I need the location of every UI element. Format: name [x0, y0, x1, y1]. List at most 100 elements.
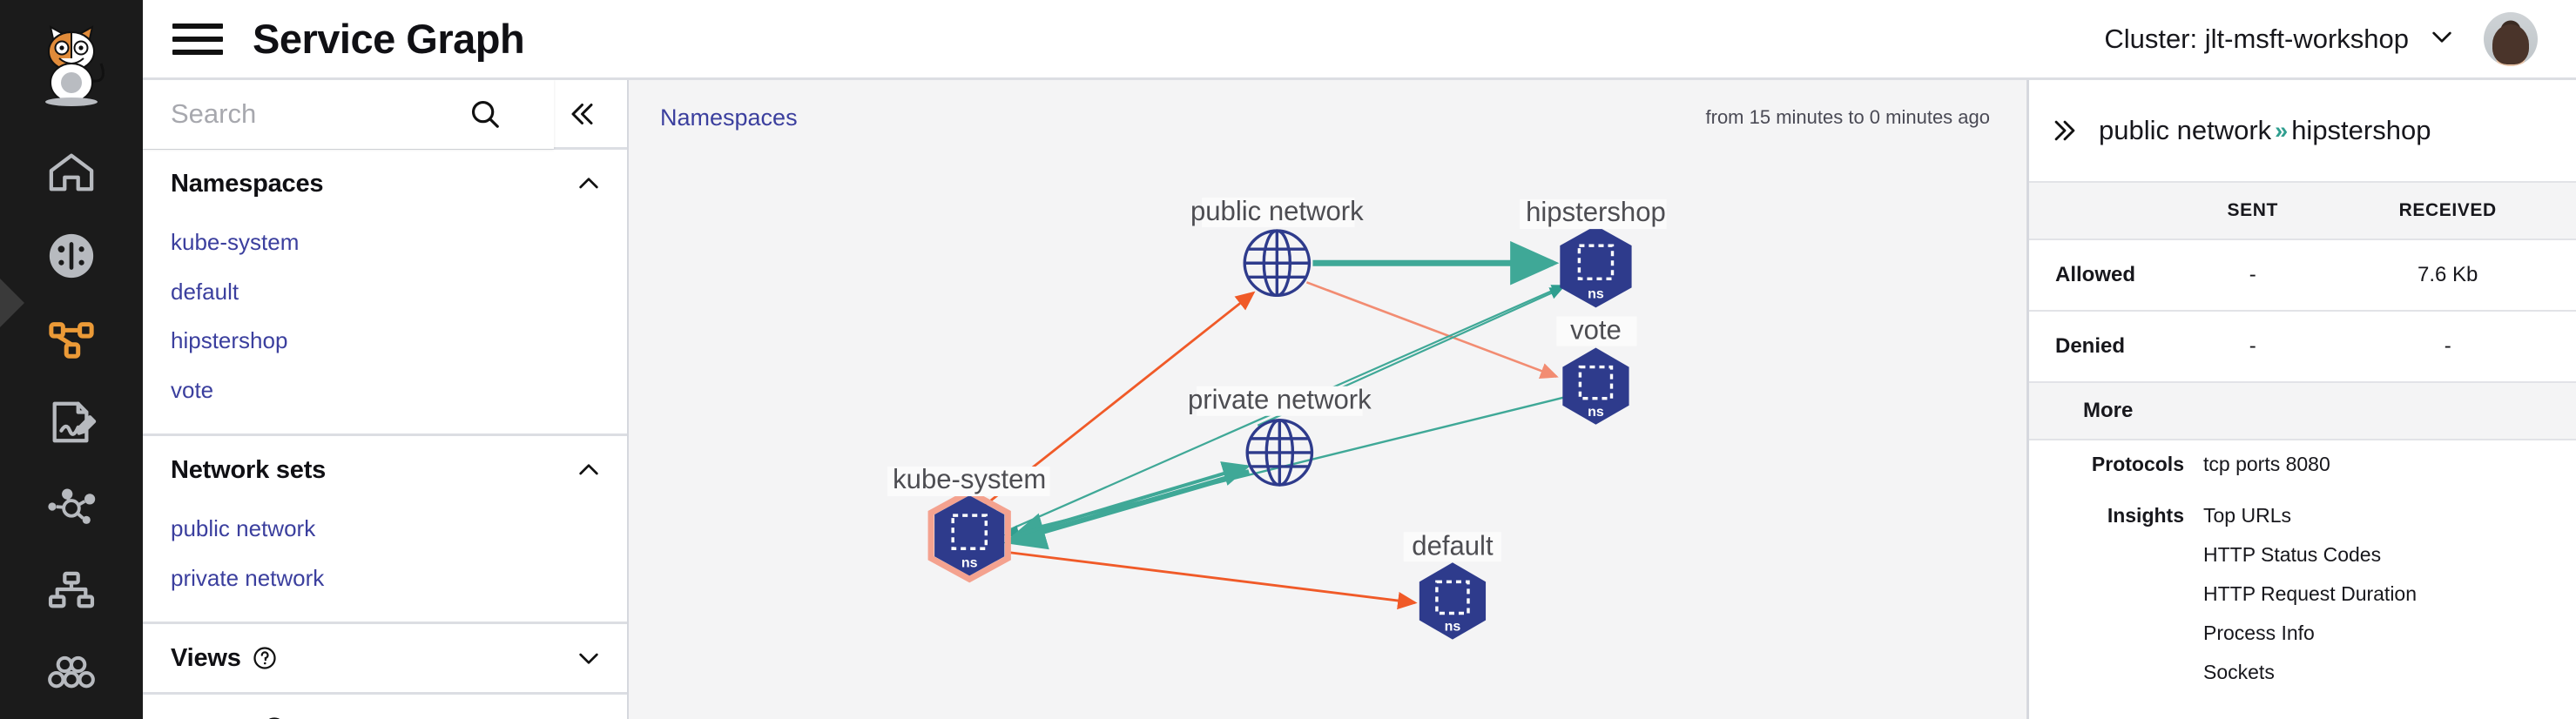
edge-private-network-kube-system[interactable]: [1003, 469, 1251, 550]
label-bg: [1520, 199, 1667, 230]
graph-node-kube-system[interactable]: ns: [927, 488, 1011, 583]
section-header-network-sets[interactable]: Network sets: [143, 436, 627, 504]
sidebar-item-policies[interactable]: [0, 381, 143, 465]
field-insights: Insights Top URLs HTTP Status Codes HTTP…: [2029, 492, 2576, 700]
label-bg: [887, 466, 1050, 497]
chevron-down-icon[interactable]: [575, 715, 603, 719]
field-value-protocols: tcp ports 8080: [2203, 453, 2330, 492]
question-circle-icon[interactable]: [261, 716, 287, 719]
section-layers: Layers: [143, 695, 627, 719]
double-chevron-right-icon[interactable]: [2050, 116, 2080, 145]
icon-rail: [0, 0, 143, 719]
breadcrumb[interactable]: Namespaces: [660, 104, 798, 131]
traffic-table: SENT RECEIVED Allowed - 7.6 Kb Denied - …: [2029, 181, 2576, 383]
field-key-insights: Insights: [2107, 504, 2184, 527]
org-chart-icon: [46, 570, 97, 610]
graph-panel: Namespaces from 15 minutes to 0 minutes …: [629, 80, 2029, 719]
more-section-header[interactable]: More: [2029, 383, 2576, 440]
double-chevron-left-icon[interactable]: [554, 98, 608, 130]
networkset-link-public-network[interactable]: public network: [171, 515, 316, 541]
graph-node-badge-default: ns: [1445, 619, 1461, 635]
edge-public-network-vote[interactable]: [1305, 281, 1559, 379]
namespace-link-default[interactable]: default: [171, 278, 239, 305]
row-label-denied: Denied: [2029, 311, 2186, 383]
label-bg: [1403, 532, 1502, 562]
table-col-received: RECEIVED: [2319, 181, 2576, 240]
sidebar-item-service-graph[interactable]: [0, 279, 143, 381]
cat-logo-icon[interactable]: [0, 0, 143, 131]
graph-node-hipstershop[interactable]: ns: [1560, 225, 1632, 308]
time-range-label[interactable]: from 15 minutes to 0 minutes ago: [1705, 106, 1991, 128]
service-graph-icon: [46, 316, 97, 363]
namespace-link-vote[interactable]: vote: [171, 376, 214, 403]
row-label-allowed: Allowed: [2029, 239, 2186, 312]
section-header-layers[interactable]: Layers: [143, 695, 627, 719]
question-circle-icon[interactable]: [252, 645, 278, 671]
cluster-selector[interactable]: Cluster: jlt-msft-workshop: [2104, 23, 2456, 55]
graph-node-label-kube-system: kube-system: [893, 464, 1046, 494]
sidebar-item-clusters[interactable]: [0, 632, 143, 716]
section-title: Layers: [171, 715, 252, 719]
hamburger-icon[interactable]: [172, 23, 226, 55]
gauge-icon: [46, 231, 97, 281]
field-value-insights: Top URLs HTTP Status Codes HTTP Request …: [2203, 504, 2417, 700]
label-bg: [1556, 316, 1637, 346]
service-graph-svg[interactable]: public network ns hipstershop ns: [629, 155, 2026, 719]
detail-header: public network » hipstershop: [2029, 80, 2576, 181]
sidebar-item-endpoints[interactable]: [0, 548, 143, 632]
label-bg: [1202, 198, 1355, 228]
protocol-value: tcp ports 8080: [2203, 453, 2330, 475]
search-input[interactable]: [171, 93, 458, 134]
table-col-sent: SENT: [2186, 181, 2320, 240]
chevron-up-icon[interactable]: [575, 456, 603, 484]
edge-kube-system-default[interactable]: [1006, 550, 1418, 610]
sidebar-item-home[interactable]: [0, 131, 143, 214]
namespace-link-kube-system[interactable]: kube-system: [171, 229, 300, 255]
cell-allowed-received: 7.6 Kb: [2319, 239, 2576, 312]
search-box[interactable]: [143, 78, 554, 149]
section-title: Namespaces: [171, 169, 324, 198]
sidebar-item-dashboards[interactable]: [0, 214, 143, 298]
graph-node-label-private-network: private network: [1188, 385, 1372, 415]
graph-node-label-default: default: [1412, 530, 1494, 561]
molecule-icon: [46, 487, 97, 527]
label-bg: [1197, 386, 1363, 416]
page-title: Service Graph: [253, 16, 525, 62]
chevron-down-icon[interactable]: [575, 644, 603, 672]
insight-link-process-info[interactable]: Process Info: [2203, 622, 2315, 644]
top-header-bar: Service Graph Cluster: jlt-msft-workshop: [143, 0, 2576, 80]
networkset-link-private-network[interactable]: private network: [171, 564, 325, 591]
graph-node-default[interactable]: ns: [1419, 562, 1487, 640]
flow-direction-icon: »: [2275, 117, 2289, 144]
section-body-namespaces: kube-system default hipstershop vote: [143, 218, 627, 433]
insight-link-http-request-duration[interactable]: HTTP Request Duration: [2203, 582, 2418, 605]
section-namespaces: Namespaces kube-system default hipstersh…: [143, 150, 627, 436]
detail-source-label: public network: [2099, 115, 2272, 145]
sidebar-item-nodes[interactable]: [0, 465, 143, 548]
section-header-views[interactable]: Views: [143, 624, 627, 692]
insight-link-http-status-codes[interactable]: HTTP Status Codes: [2203, 543, 2382, 566]
graph-node-vote[interactable]: ns: [1562, 347, 1629, 425]
graph-node-public-network[interactable]: [1243, 229, 1312, 298]
graph-node-label-vote: vote: [1570, 315, 1622, 346]
edge-kube-system-private-network[interactable]: [1012, 461, 1251, 539]
graph-canvas[interactable]: public network ns hipstershop ns: [629, 155, 2026, 719]
search-icon[interactable]: [458, 97, 512, 131]
graph-node-badge-kube-system: ns: [961, 554, 978, 570]
graph-toolbar: Namespaces from 15 minutes to 0 minutes …: [629, 80, 2026, 155]
chevron-up-icon[interactable]: [575, 170, 603, 198]
insight-link-top-urls[interactable]: Top URLs: [2203, 504, 2291, 527]
user-avatar[interactable]: [2484, 11, 2538, 66]
insight-link-sockets[interactable]: Sockets: [2203, 661, 2275, 683]
cell-denied-sent: -: [2186, 311, 2320, 383]
detail-title: public network » hipstershop: [2099, 115, 2431, 146]
field-protocols: Protocols tcp ports 8080: [2029, 440, 2576, 492]
cluster-nodes-icon: [46, 655, 97, 693]
home-icon: [46, 149, 97, 196]
document-edit-icon: [46, 399, 97, 447]
section-header-namespaces[interactable]: Namespaces: [143, 150, 627, 218]
graph-node-private-network[interactable]: [1245, 419, 1314, 487]
namespace-link-hipstershop[interactable]: hipstershop: [171, 327, 288, 353]
chevron-down-icon[interactable]: [2428, 23, 2456, 55]
